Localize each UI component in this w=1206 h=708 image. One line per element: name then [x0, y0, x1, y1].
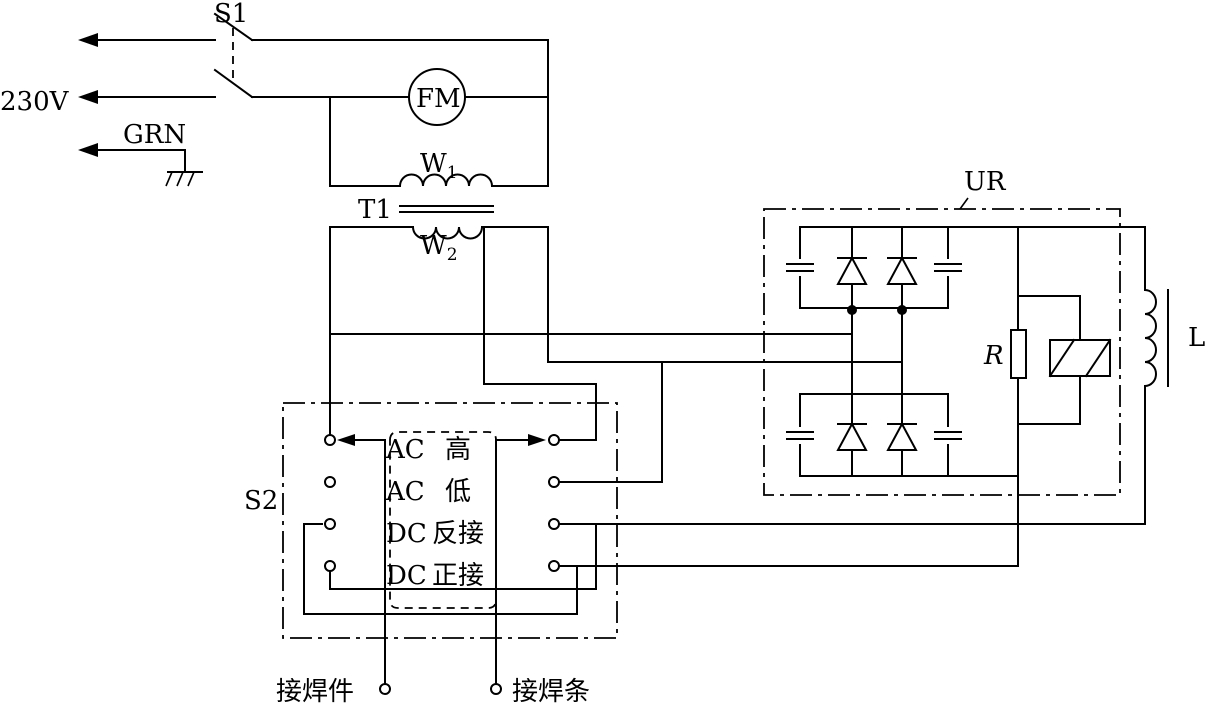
position-1-level: 高 — [445, 435, 471, 465]
position-3-mode: DC — [386, 519, 427, 549]
position-4-level: 正接 — [432, 561, 484, 591]
mains-input — [78, 33, 216, 157]
position-2-level: 低 — [445, 477, 471, 507]
ground-icon — [165, 149, 203, 187]
winding1-label: W1 — [420, 149, 458, 183]
position-3-level: 反接 — [432, 519, 484, 549]
position-1-mode: AC — [385, 435, 425, 465]
s1-label: S1 — [214, 0, 248, 29]
secondary-circuit — [329, 225, 903, 483]
switch-positions: AC 高 AC 低 DC 反接 DC 正接 — [385, 435, 484, 591]
rectifier-label: UR — [964, 167, 1007, 197]
fan-motor — [408, 39, 549, 187]
output-electrode-label: 接焊条 — [512, 677, 590, 707]
winding2-label: W2 — [420, 231, 458, 265]
selector-s2 — [282, 402, 618, 695]
inductor-l — [559, 226, 1169, 525]
switch2-label: S2 — [244, 486, 278, 516]
voltage-label: 230V — [0, 87, 70, 117]
position-4-mode: DC — [386, 561, 427, 591]
primary-circuit — [329, 96, 549, 213]
inductor-label: L — [1188, 323, 1205, 353]
output-workpiece-label: 接焊件 — [276, 677, 354, 707]
rectifier-ur — [763, 197, 1146, 567]
ground-label: GRN — [123, 120, 186, 150]
transformer-label: T1 — [358, 195, 392, 225]
switch-s1 — [213, 12, 549, 99]
resistor-label: R — [983, 341, 1004, 371]
position-2-mode: AC — [385, 477, 425, 507]
fan-motor-label: FM — [416, 84, 461, 114]
